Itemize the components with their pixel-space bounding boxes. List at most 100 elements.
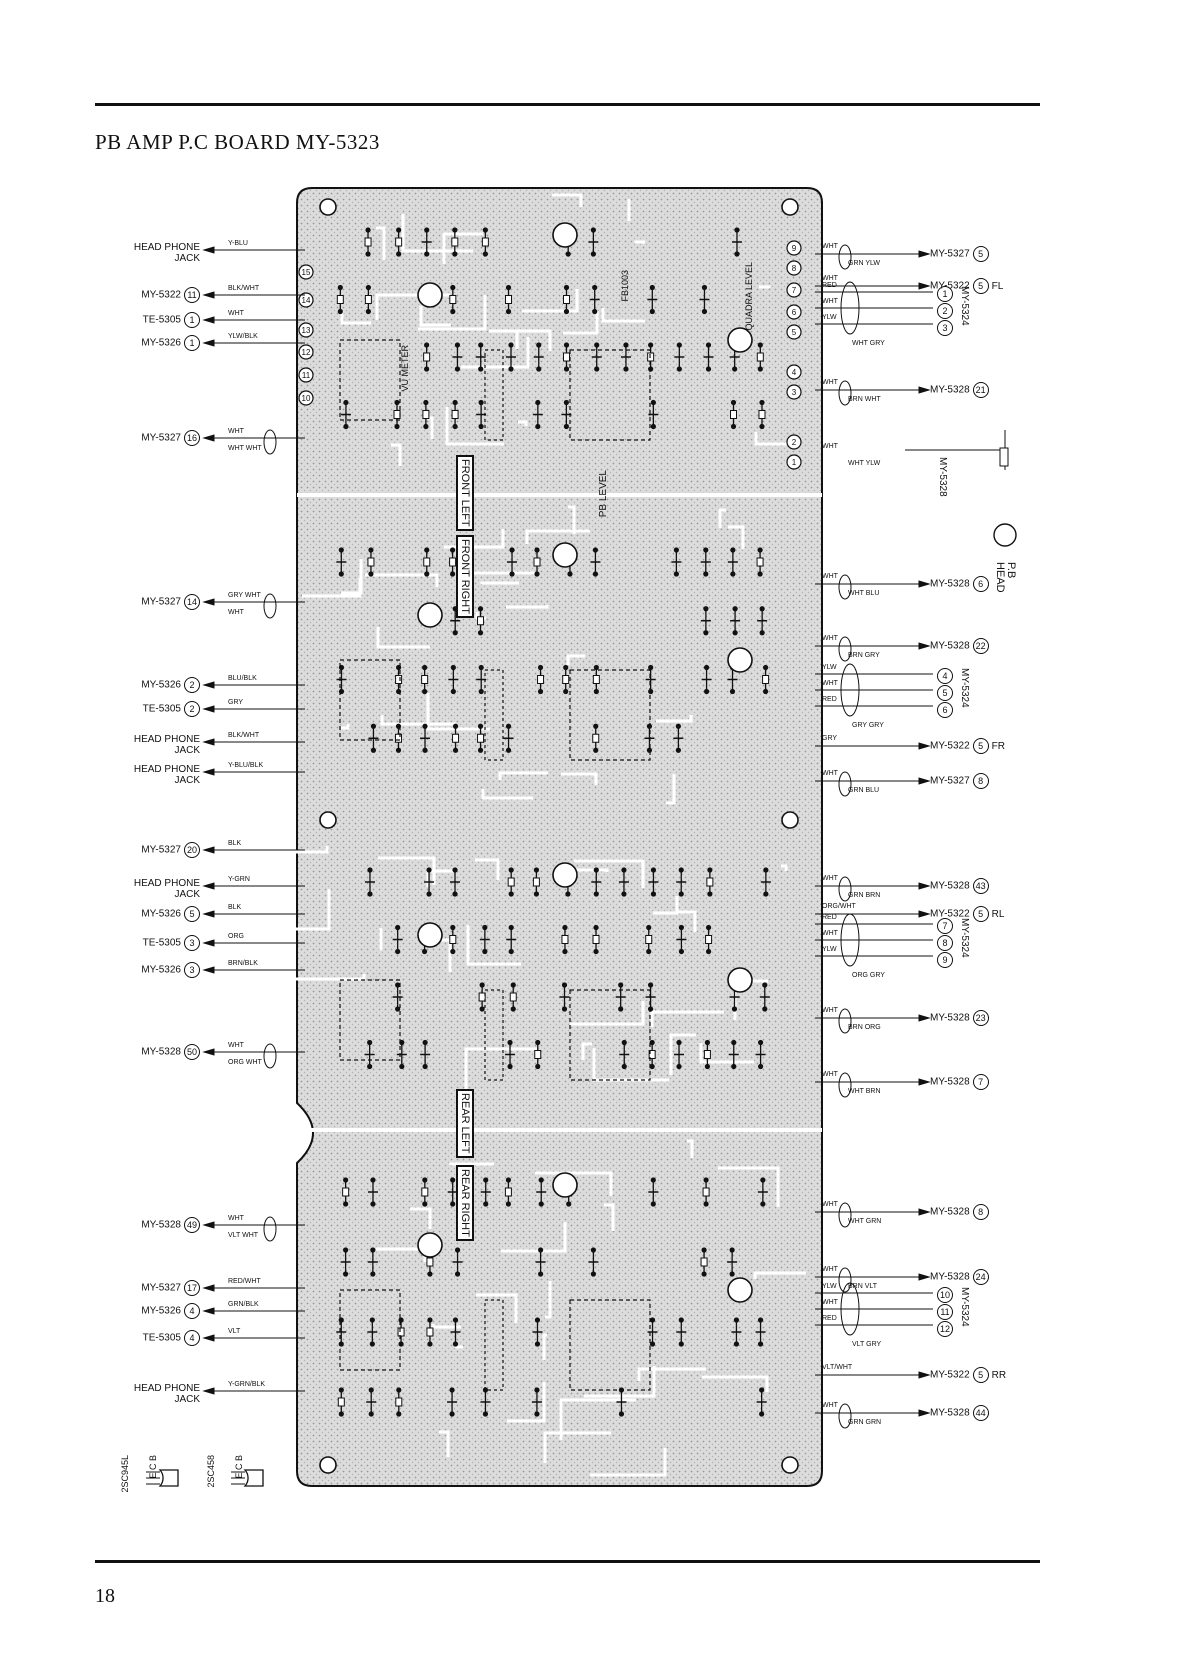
trace bbox=[568, 505, 576, 534]
solder-pad bbox=[535, 423, 541, 430]
solder-pad bbox=[594, 342, 600, 348]
solder-pad bbox=[370, 747, 377, 753]
left-connector-pin: 3 bbox=[184, 935, 200, 951]
resistor-body bbox=[730, 410, 738, 419]
shield-loop bbox=[840, 281, 860, 335]
solder-pad bbox=[648, 366, 654, 372]
solder-pad bbox=[593, 747, 599, 753]
solder-pad bbox=[422, 664, 428, 671]
right-wire-arrow bbox=[918, 1014, 931, 1022]
trace bbox=[365, 573, 439, 587]
resistor-body bbox=[703, 1050, 711, 1059]
trace bbox=[476, 1293, 518, 1323]
my5324-pin: 12 bbox=[937, 1321, 953, 1337]
trace bbox=[480, 581, 519, 585]
right-wire-arrow bbox=[918, 882, 931, 890]
section-front-left: FRONT LEFT bbox=[456, 455, 474, 531]
left-wire-color: GRN/BLK bbox=[228, 1301, 259, 1308]
solder-pad bbox=[538, 1177, 544, 1183]
my5324-pin: 5 bbox=[937, 685, 953, 701]
resistor-body bbox=[337, 1397, 345, 1407]
my5324-label-3: MY-5324 bbox=[959, 1287, 970, 1327]
solder-pad bbox=[482, 1411, 489, 1417]
trace bbox=[545, 1281, 552, 1319]
solder-pad bbox=[478, 342, 484, 348]
solder-pad bbox=[649, 1063, 655, 1070]
left-wire-color: Y-GRN bbox=[228, 876, 250, 883]
my5324-wire-color-2: ORG GRY bbox=[852, 972, 885, 979]
my5324-pin: 3 bbox=[937, 320, 953, 336]
solder-pad bbox=[369, 1317, 375, 1323]
solder-pad bbox=[732, 366, 738, 372]
my5324-wire-color: WHT bbox=[822, 930, 838, 937]
top-rule bbox=[95, 103, 1040, 106]
solder-pad bbox=[505, 723, 512, 729]
solder-pad bbox=[452, 747, 459, 753]
solder-pad bbox=[452, 423, 458, 430]
trace bbox=[634, 240, 645, 244]
resistor-body bbox=[758, 410, 766, 419]
board-pin bbox=[786, 240, 802, 256]
solder-pad bbox=[705, 948, 712, 955]
solder-pad bbox=[763, 867, 769, 873]
solder-pad bbox=[483, 1201, 489, 1207]
transistor bbox=[417, 602, 443, 628]
right-wire-arrow bbox=[918, 250, 931, 258]
solder-pad bbox=[365, 251, 371, 257]
solder-pad bbox=[757, 1063, 764, 1070]
my5324-wire-color: RED bbox=[822, 696, 837, 703]
solder-pad bbox=[505, 308, 512, 315]
left-connector-pin: 49 bbox=[184, 1217, 200, 1233]
solder-pad bbox=[533, 891, 539, 897]
solder-pad bbox=[452, 630, 458, 636]
shield-loop bbox=[838, 1267, 852, 1293]
resistor-body bbox=[756, 352, 764, 362]
solder-pad bbox=[396, 1411, 402, 1417]
trace bbox=[419, 306, 451, 327]
right-wire-color-2: BRN WHT bbox=[848, 396, 881, 403]
left-connector-label: MY-5327 bbox=[141, 596, 181, 608]
transistor-outline bbox=[243, 1469, 264, 1487]
solder-pad bbox=[343, 423, 349, 430]
resistor-body bbox=[342, 1187, 350, 1197]
right-wire-color: WHT bbox=[822, 573, 838, 580]
shield-loop bbox=[263, 1043, 277, 1069]
right-connector-suffix: RL bbox=[991, 908, 1005, 920]
board-pin bbox=[786, 384, 802, 400]
solder-pad bbox=[450, 1201, 456, 1207]
solder-pad bbox=[337, 308, 343, 315]
solder-pad bbox=[482, 924, 488, 931]
solder-pad bbox=[729, 1247, 735, 1253]
my5324-wire-color: WHT bbox=[822, 1299, 838, 1306]
board-pin-number: 13 bbox=[302, 326, 311, 335]
solder-pad bbox=[535, 1039, 541, 1046]
solder-pad bbox=[337, 284, 343, 291]
left-connector-label: MY-5327 bbox=[141, 844, 181, 856]
solder-pad bbox=[368, 1411, 374, 1417]
left-wire-arrow bbox=[202, 339, 215, 347]
right-connector-label: MY-5328 bbox=[930, 1012, 970, 1024]
solder-pad bbox=[563, 688, 569, 695]
right-connector-label: MY-5328 bbox=[930, 1271, 970, 1283]
solder-pad bbox=[763, 891, 769, 897]
left-wire-color: WHT bbox=[228, 1042, 244, 1049]
solder-pad bbox=[649, 1341, 656, 1347]
solder-pad bbox=[590, 251, 596, 257]
solder-pad bbox=[426, 867, 432, 873]
my5324-wire-color: RED bbox=[822, 914, 837, 921]
left-connector-label: TE-5305 bbox=[142, 1332, 181, 1344]
trace bbox=[590, 1448, 667, 1477]
left-wire-color: GRY bbox=[228, 699, 244, 706]
trace bbox=[699, 1043, 754, 1064]
solder-pad bbox=[707, 867, 713, 873]
resistor-body bbox=[532, 877, 540, 887]
solder-pad bbox=[454, 366, 461, 372]
left-wire-arrow bbox=[202, 246, 215, 254]
trace bbox=[498, 771, 548, 780]
solder-pad bbox=[730, 423, 737, 430]
solder-pad bbox=[395, 924, 401, 931]
solder-pad bbox=[538, 1201, 544, 1207]
